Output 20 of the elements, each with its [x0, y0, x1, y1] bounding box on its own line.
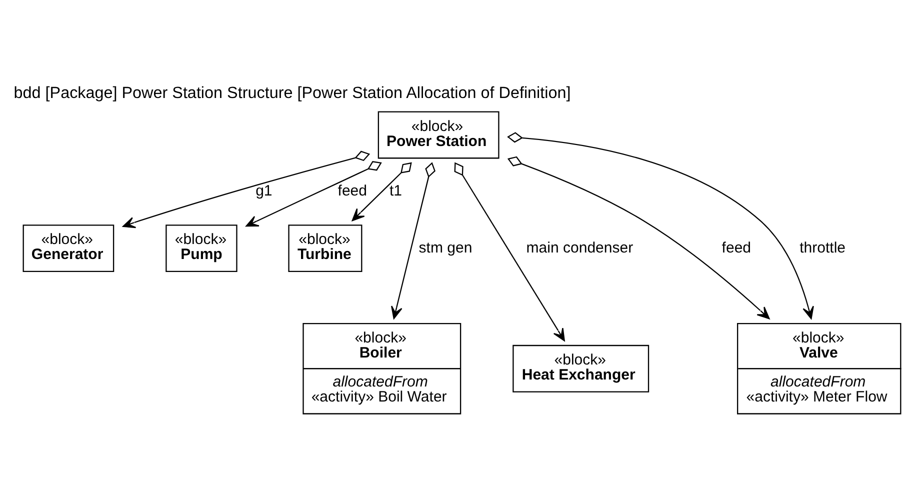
edge-label: g1 — [255, 182, 272, 200]
arrow — [351, 162, 412, 222]
edge-label: t1 — [389, 182, 402, 200]
edge-label: main condenser — [526, 239, 633, 256]
arrow — [390, 162, 435, 320]
node-box: «block» Generator — [22, 224, 114, 272]
edge-label: feed — [337, 182, 367, 200]
edge-label: throttle — [799, 239, 846, 256]
arrow — [245, 161, 382, 227]
arrow — [506, 156, 770, 320]
diagram-title: bdd [Package] Power Station Structure [Power Station Allocation of Definition] — [13, 84, 570, 102]
arrow — [506, 132, 814, 320]
arrow — [122, 150, 370, 228]
node-box: «block» Turbine — [288, 224, 362, 272]
edge-label: stm gen — [418, 239, 472, 256]
node-box: «block» Pump — [165, 224, 237, 272]
node-box: «block» Power Station — [377, 111, 499, 159]
edge-label: feed — [721, 239, 751, 256]
node-box: «block» Heat Exchanger — [512, 344, 649, 392]
arrow — [454, 162, 564, 342]
